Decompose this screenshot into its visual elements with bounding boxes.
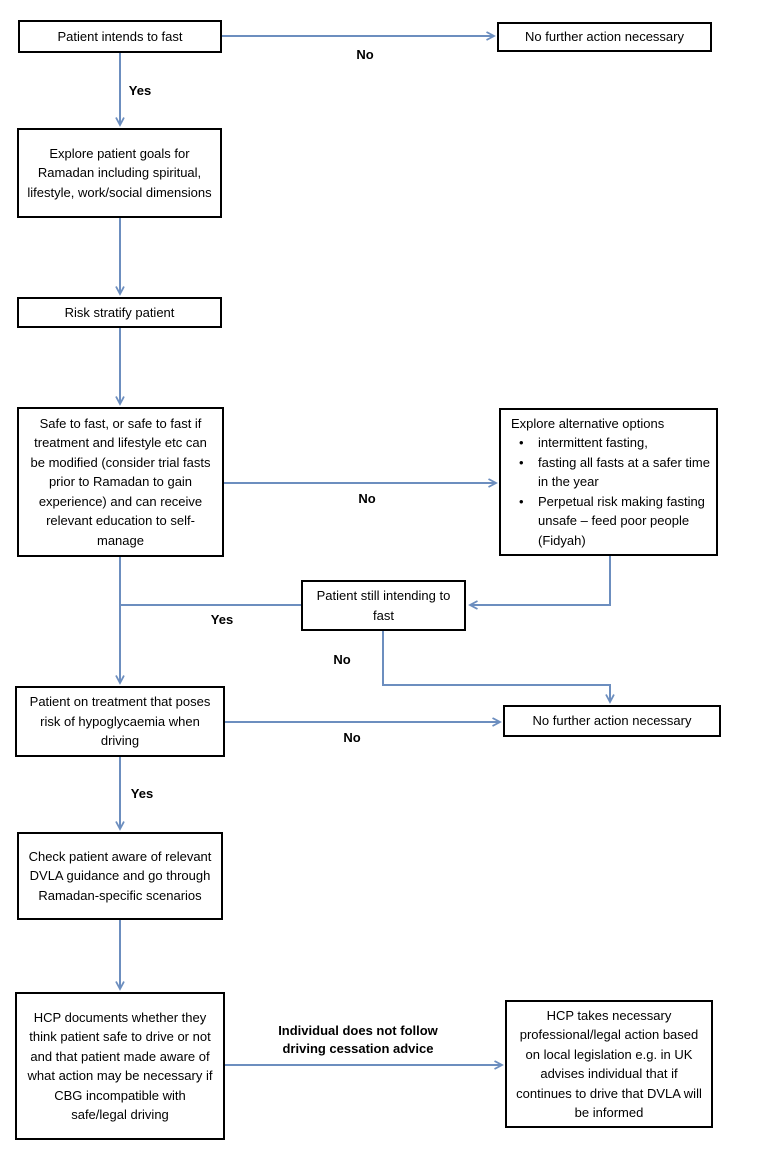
node-hcp-legal-action: HCP takes necessary professional/legal a… <box>505 1000 713 1128</box>
node-risk-stratify-patient: Risk stratify patient <box>17 297 222 328</box>
alternative-options-list: intermittent fasting, fasting all fasts … <box>511 433 710 550</box>
list-item: Perpetual risk making fasting unsafe – f… <box>511 492 710 551</box>
node-patient-intends-to-fast: Patient intends to fast <box>18 20 222 53</box>
node-patient-still-intending: Patient still intending to fast <box>301 580 466 631</box>
edge-label-safe-no: No <box>358 491 376 506</box>
connector-still-intending-to-no-action <box>382 631 610 702</box>
node-check-dvla-guidance: Check patient aware of relevant DVLA gui… <box>17 832 223 920</box>
node-hcp-documents-driving-safety: HCP documents whether they think patient… <box>15 992 225 1140</box>
edge-label-still-intending-yes: Yes <box>210 612 234 627</box>
node-explore-alternative-options-title: Explore alternative options <box>511 415 665 431</box>
node-explore-patient-goals: Explore patient goals for Ramadan includ… <box>17 128 222 218</box>
node-explore-alternative-options: Explore alternative options intermittent… <box>499 408 718 556</box>
list-item: fasting all fasts at a safer time in the… <box>511 453 710 492</box>
edge-label-treatment-no: No <box>343 730 361 745</box>
list-item: intermittent fasting, <box>511 433 710 453</box>
edge-label-treatment-yes: Yes <box>130 786 154 801</box>
edge-label-intends-yes: Yes <box>128 83 152 98</box>
connector-alternatives-to-still-intending <box>470 556 611 605</box>
node-no-further-action-top: No further action necessary <box>497 22 712 52</box>
edge-label-still-intending-no: No <box>333 652 351 667</box>
node-safe-to-fast: Safe to fast, or safe to fast if treatme… <box>17 407 224 557</box>
node-no-further-action-bottom: No further action necessary <box>503 705 721 737</box>
node-treatment-hypoglycaemia-risk: Patient on treatment that poses risk of … <box>15 686 225 757</box>
edge-label-driving-cessation: Individual does not follow driving cessa… <box>278 1023 438 1057</box>
edge-label-intends-no: No <box>356 47 374 62</box>
